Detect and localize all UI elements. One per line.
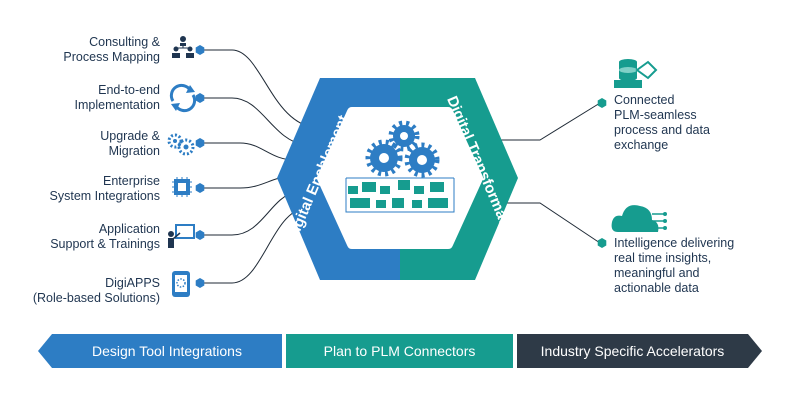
connector-consulting [200, 49, 321, 129]
mobile-app-icon [172, 271, 190, 297]
connector-intelligence [495, 202, 601, 244]
outcome-line: Connected [614, 93, 675, 107]
outcome-line: meaningful and [614, 266, 700, 280]
right-connectors [495, 102, 601, 244]
service-line2: (Role-based Solutions) [32, 291, 160, 305]
node-upgrade [195, 138, 205, 148]
node-enterprise [195, 183, 205, 193]
service-line1: End-to-end [98, 83, 160, 97]
outcome-connected: Connected PLM-seamless process and data … [614, 93, 794, 153]
outcome-line: Intelligence delivering [614, 236, 735, 250]
node-implementation [195, 93, 205, 103]
service-line1: Application [98, 222, 160, 236]
connector-application [200, 191, 296, 236]
band-label-plan-to-plm: Plan to PLM Connectors [323, 343, 476, 359]
chip-icon [172, 177, 192, 197]
connector-upgrade [200, 142, 296, 161]
service-consulting[interactable]: Consulting & Process Mapping [0, 35, 160, 65]
service-line2: Implementation [74, 98, 160, 112]
node-connected [597, 98, 607, 108]
service-line1: DigiAPPS [105, 276, 160, 290]
connector-digiapps [200, 207, 306, 284]
outcome-line: process and data [614, 123, 710, 137]
gears-workflow-icon [345, 120, 455, 213]
service-line1: Upgrade & [100, 129, 160, 143]
node-application [195, 230, 205, 240]
node-consulting [195, 45, 205, 55]
band-industry-specific-accelerators [517, 334, 762, 368]
cloud-connect-icon [611, 205, 667, 232]
outcome-line: exchange [614, 138, 669, 152]
service-digiapps[interactable]: DigiAPPS (Role-based Solutions) [0, 276, 160, 306]
connector-implementation [200, 97, 306, 146]
service-line2: System Integrations [49, 189, 160, 203]
outcome-intelligence: Intelligence delivering real time insigh… [614, 236, 794, 296]
service-line2: Process Mapping [63, 50, 160, 64]
service-enterprise[interactable]: Enterprise System Integrations [0, 174, 160, 204]
connector-connected [495, 102, 601, 141]
band-design-tool-integrations [38, 334, 282, 368]
outcome-line: PLM-seamless [614, 108, 697, 122]
service-line2: Migration [108, 144, 160, 158]
connector-enterprise [200, 175, 291, 189]
left-nodes [195, 45, 205, 288]
gears-icon [167, 133, 195, 156]
node-intelligence [597, 238, 607, 248]
outcome-line: actionable data [614, 281, 699, 295]
service-application[interactable]: Application Support & Trainings [0, 222, 160, 252]
band-label-design-tool: Design Tool Integrations [92, 343, 242, 359]
outcome-line: real time insights, [614, 251, 712, 265]
cycle-arrows-icon [169, 83, 197, 113]
service-upgrade[interactable]: Upgrade & Migration [0, 129, 160, 159]
presenter-board-icon [168, 224, 195, 248]
band-label-industry: Industry Specific Accelerators [540, 343, 725, 359]
people-hierarchy-icon [172, 36, 194, 58]
band-plan-to-plm-connectors [286, 334, 513, 368]
service-line1: Enterprise [103, 174, 160, 188]
node-digiapps [195, 278, 205, 288]
service-line1: Consulting & [89, 35, 160, 49]
database-network-icon [614, 59, 658, 88]
service-line2: Support & Trainings [50, 237, 160, 251]
right-nodes [597, 98, 607, 248]
service-implementation[interactable]: End-to-end Implementation [0, 83, 160, 113]
